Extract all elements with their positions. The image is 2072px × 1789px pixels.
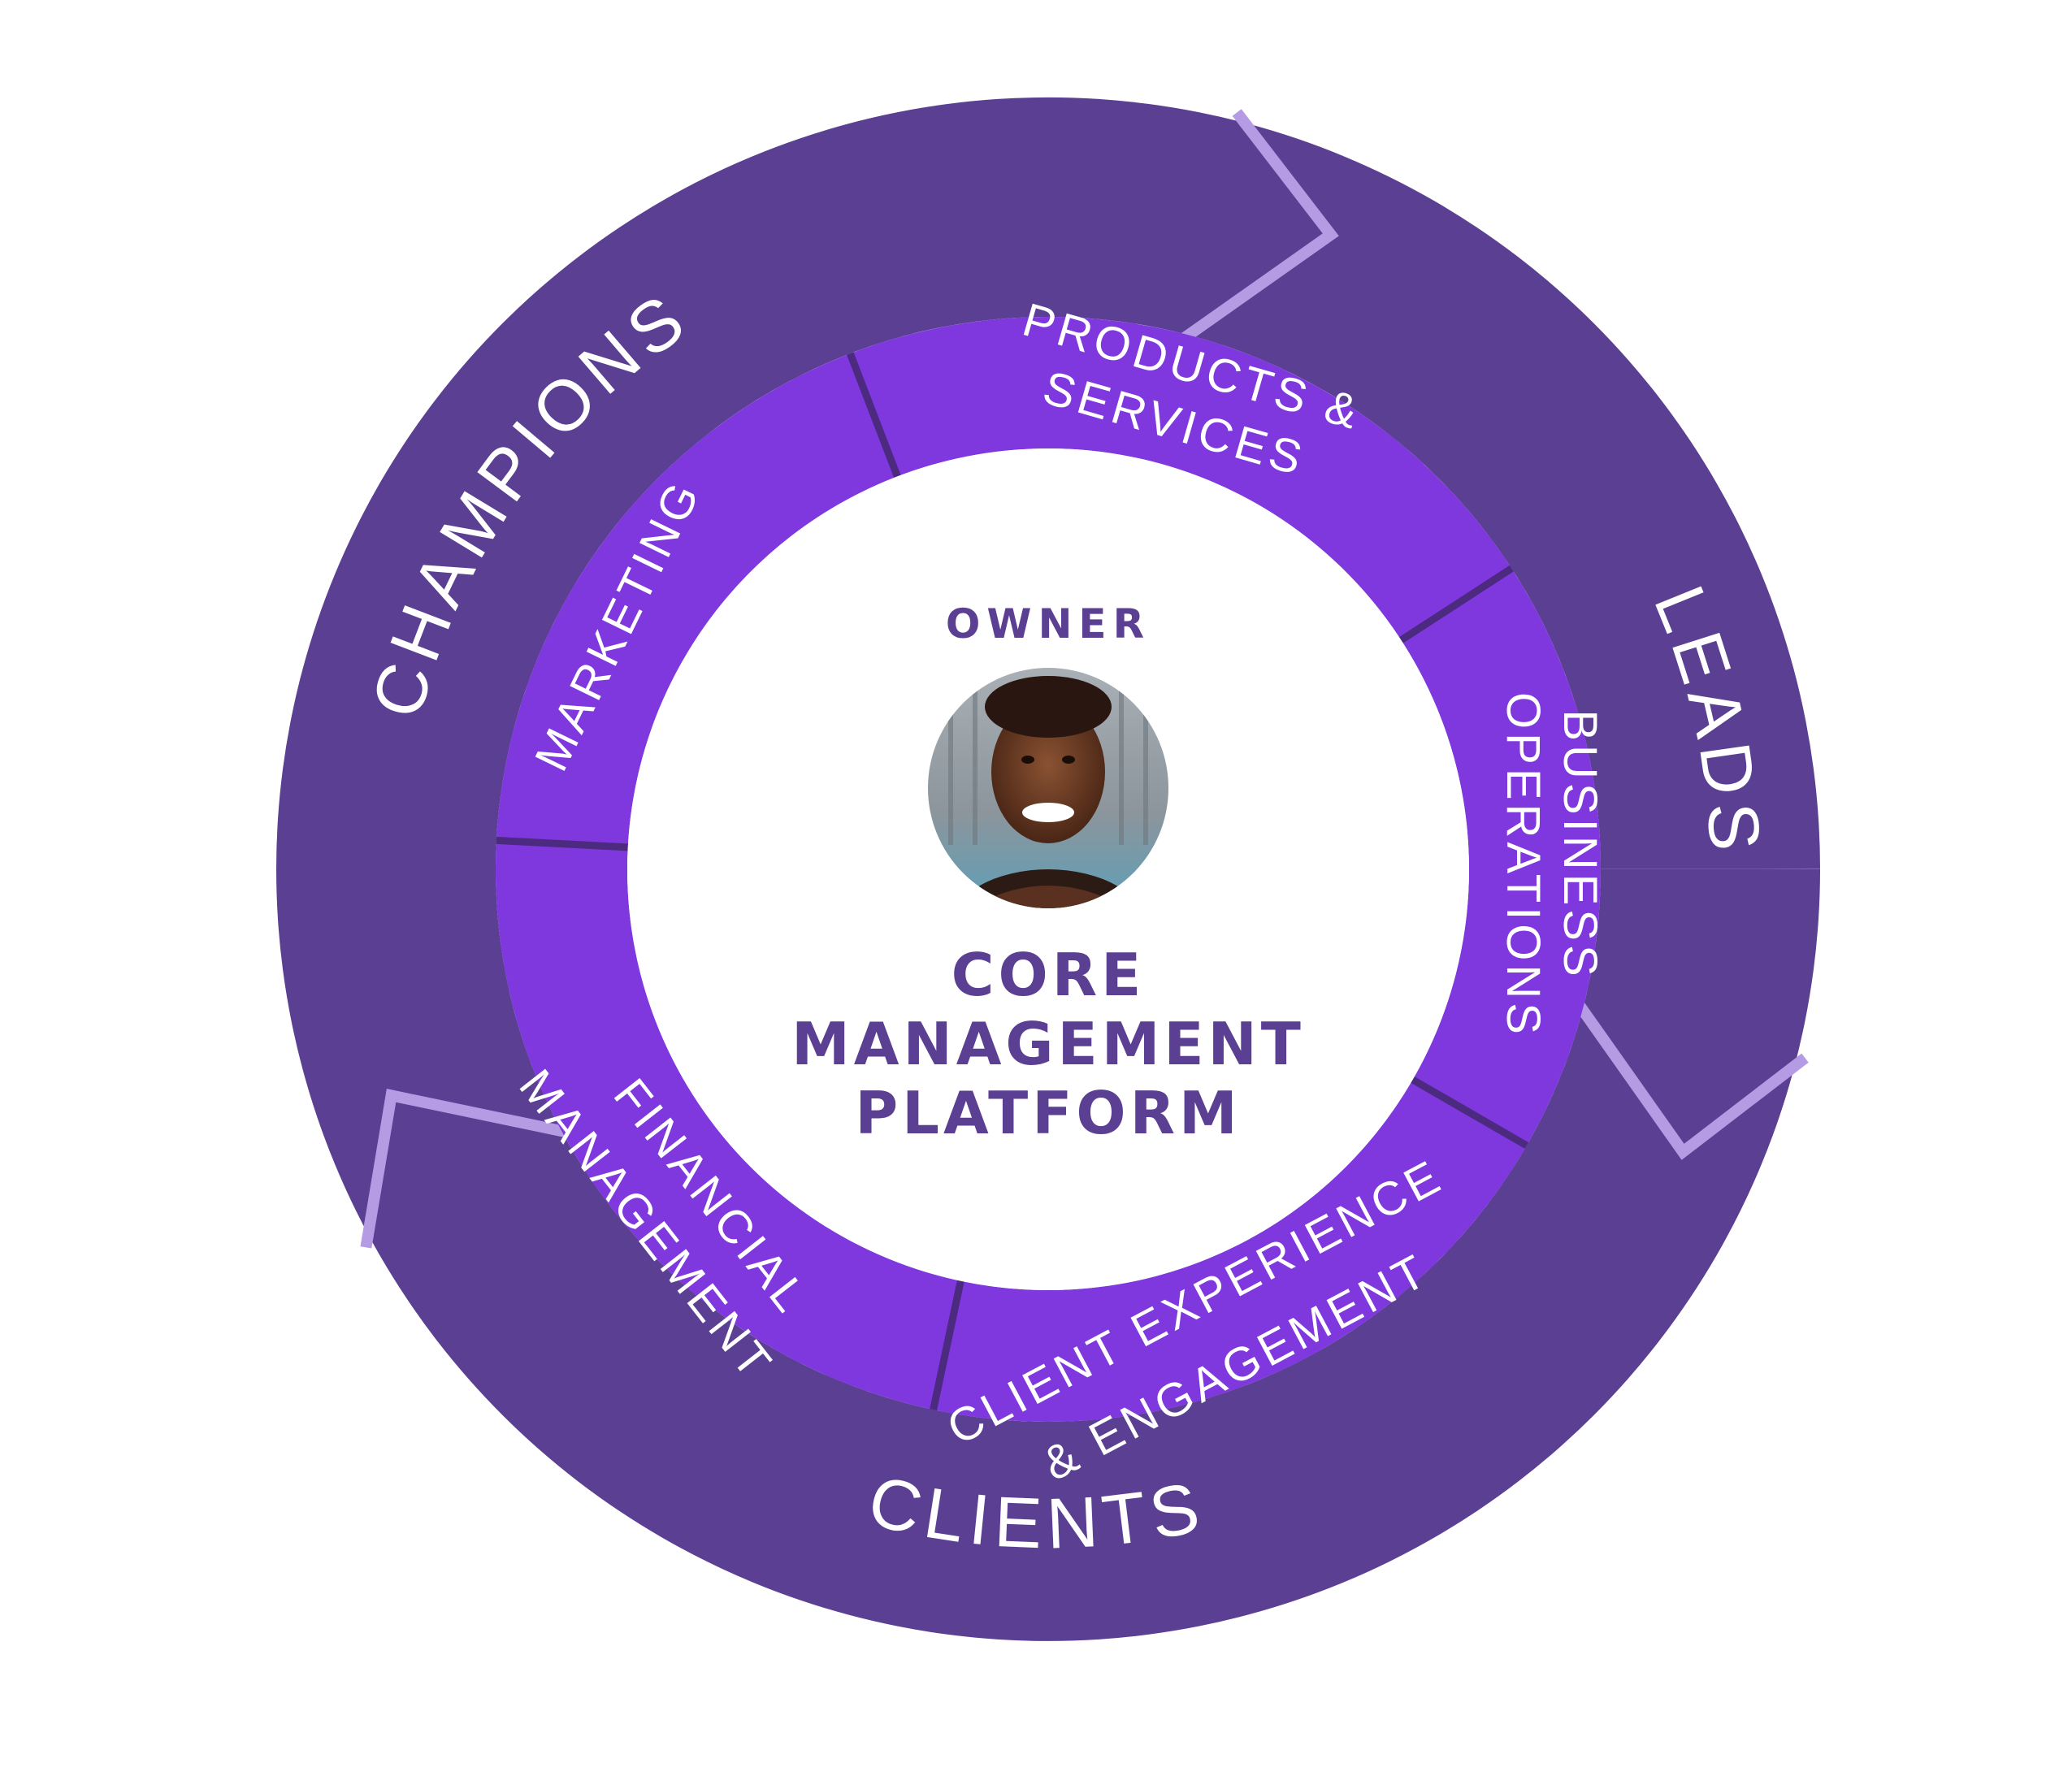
- arrow-joint-top: [1177, 109, 1339, 346]
- segment-marketing: [496, 353, 898, 847]
- segment-divider: [1398, 565, 1514, 643]
- platform-title-line2: MANAGEMENT: [791, 1010, 1305, 1078]
- segment-divider: [1411, 1076, 1529, 1149]
- business-operations-label-line1: BUSINESS: [1554, 709, 1606, 980]
- outer-cycle-ring: [275, 97, 1820, 1641]
- owner-heading: OWNER: [946, 600, 1151, 648]
- arrow-joint-right: [1571, 998, 1809, 1160]
- platform-title-line1: CORE: [951, 941, 1146, 1009]
- segment-divider: [930, 1280, 964, 1411]
- platform-title-line3: PLATFORM: [855, 1079, 1241, 1147]
- segment-business-operations: [1401, 568, 1602, 1146]
- segment-divider: [496, 836, 628, 851]
- segment-client-experience: [933, 1080, 1527, 1422]
- owner-avatar: [928, 668, 1168, 908]
- segment-products-services: [850, 317, 1512, 640]
- segment-financial-management: [495, 840, 961, 1410]
- segment-divider: [847, 352, 901, 479]
- arrow-joint-bottom-left: [360, 1089, 574, 1249]
- business-operations-label-line2: OPERATIONS: [1497, 692, 1550, 1038]
- inner-segment-ring: [495, 317, 1602, 1422]
